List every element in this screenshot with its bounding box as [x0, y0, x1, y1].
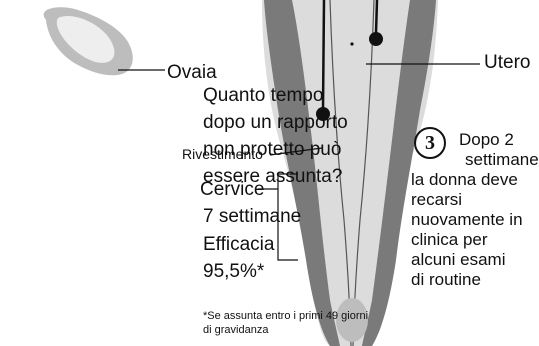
speck: [350, 42, 353, 45]
step-text: Dopo 2 settimane la donna deve recarsi n…: [411, 130, 539, 290]
efficacy-value: 95,5%*: [203, 262, 264, 281]
marker-line-right: [376, 0, 377, 33]
efficacy-label: Efficacia: [203, 235, 274, 254]
label-ovary: Ovaia: [167, 63, 217, 82]
ovary-illustration: [44, 7, 133, 75]
answer-text: 7 settimane: [203, 207, 301, 226]
marker-dot-right: [369, 32, 383, 46]
footnote: *Se assunta entro i primi 49 giorni di g…: [203, 309, 443, 337]
question-text: Quanto tempo dopo un rapporto non protet…: [203, 82, 348, 190]
label-uterus: Utero: [484, 53, 530, 72]
